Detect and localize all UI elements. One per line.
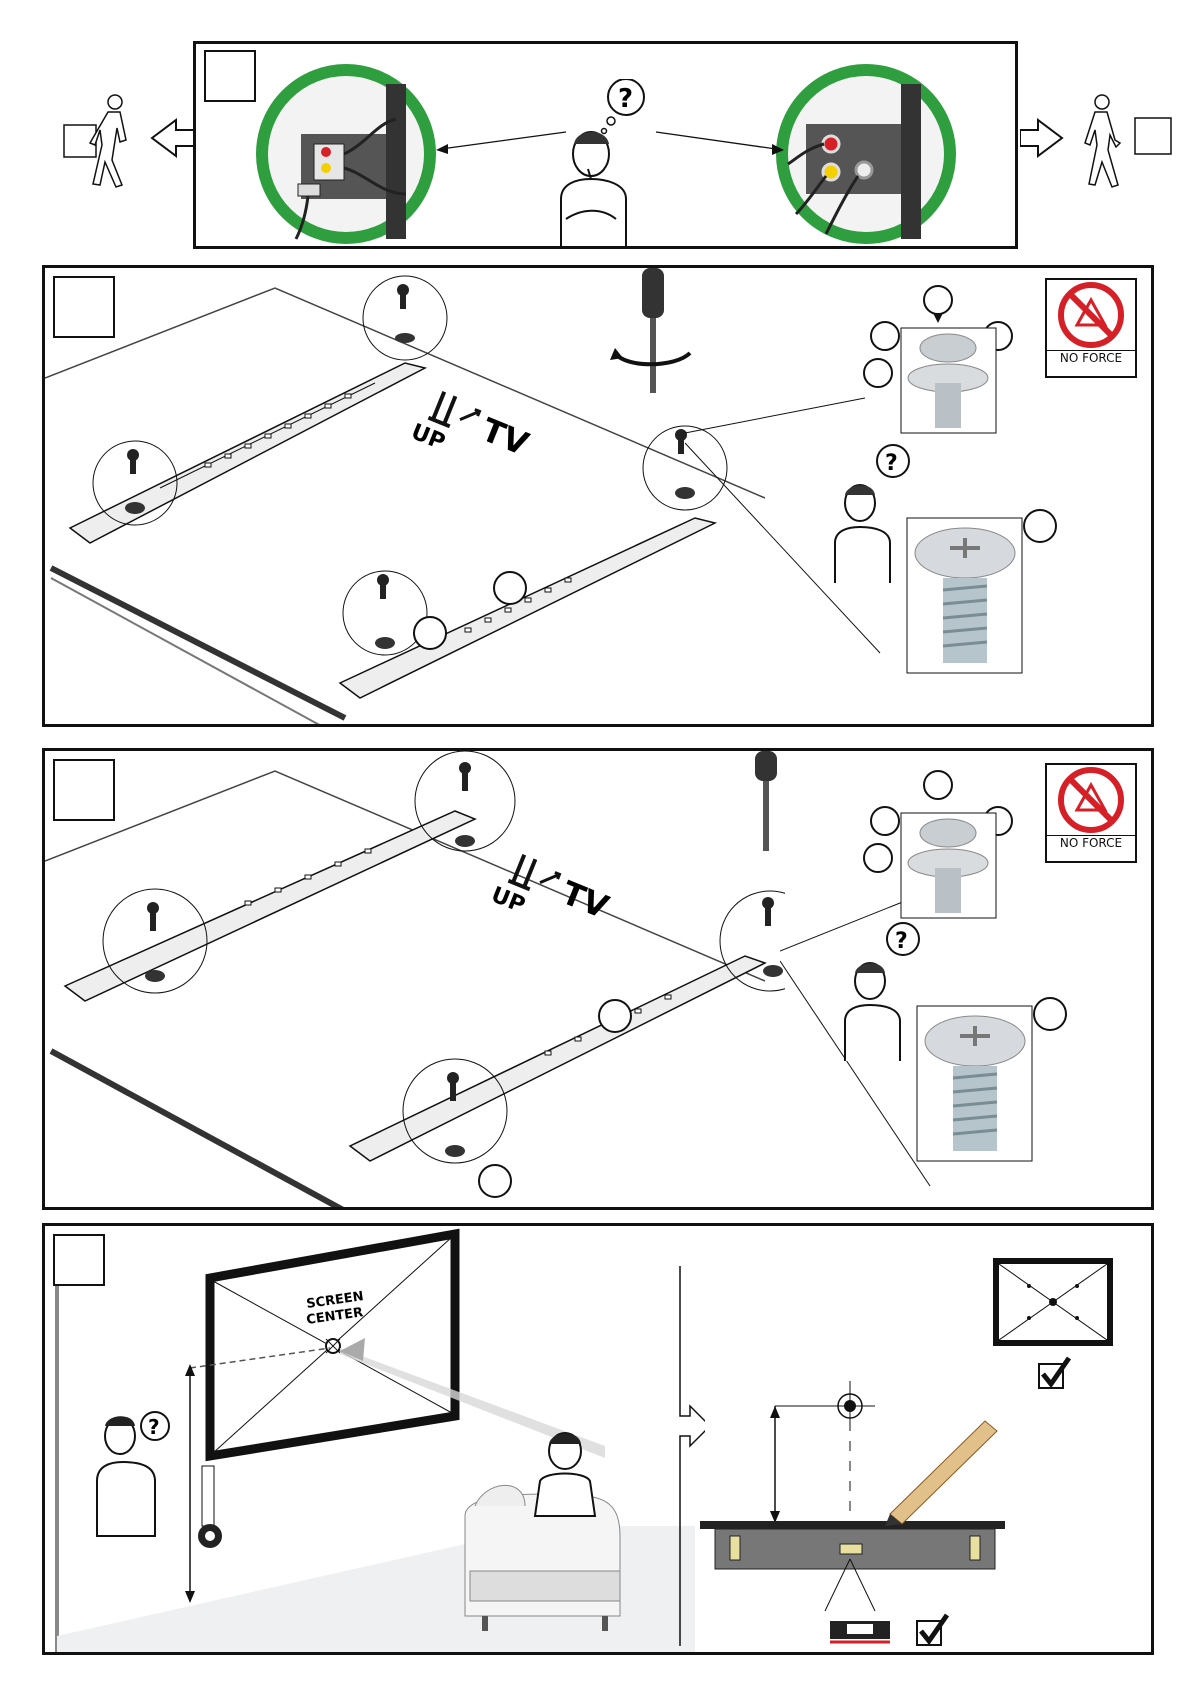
av-connector-right-zoom bbox=[776, 64, 956, 244]
mounting-bracket-lower bbox=[350, 956, 765, 1161]
av-connector-left-zoom bbox=[256, 64, 436, 244]
callout-marker bbox=[599, 1000, 631, 1032]
walk-left-figure bbox=[60, 90, 200, 190]
mounting-bracket-upper bbox=[65, 811, 475, 1001]
arrow-right-icon bbox=[1020, 120, 1062, 156]
mounting-bracket-lower bbox=[340, 518, 715, 698]
spirit-level-icon bbox=[700, 1521, 1005, 1569]
no-force-label: NO FORCE bbox=[1047, 835, 1135, 850]
screw-closeup-detail bbox=[915, 996, 1085, 1166]
thinker-question-mark: ? bbox=[148, 1415, 160, 1439]
thinker-question-mark: ? bbox=[618, 84, 633, 114]
tv-back-bracket-drawing: UP TV bbox=[45, 751, 785, 1210]
callout-marker bbox=[494, 572, 526, 604]
room-scene: SCREEN CENTER ? bbox=[45, 1226, 695, 1655]
checkmark-icon bbox=[1035, 1354, 1075, 1394]
thinking-person-icon: ? bbox=[546, 79, 666, 249]
tape-measure-icon bbox=[198, 1466, 222, 1548]
panel-step-4: SCREEN CENTER ? bbox=[42, 1223, 1154, 1655]
orientation-marker: UP TV bbox=[488, 849, 615, 947]
orientation-tv-label: TV bbox=[476, 410, 534, 463]
mounting-bracket-upper bbox=[70, 363, 425, 543]
callout-marker bbox=[414, 617, 446, 649]
screwdriver-icon bbox=[610, 268, 690, 393]
step-1-number-box bbox=[204, 50, 256, 102]
thinker-question-mark: ? bbox=[895, 929, 908, 954]
callout-marker bbox=[479, 1165, 511, 1197]
walking-person-icon bbox=[1085, 95, 1120, 187]
no-force-label: NO FORCE bbox=[1047, 350, 1135, 365]
orientation-marker: UP TV bbox=[408, 386, 535, 484]
screen-template-icon bbox=[993, 1258, 1113, 1346]
orientation-tv-label: TV bbox=[556, 873, 614, 926]
tv-back-bracket-drawing: UP TV bbox=[45, 268, 765, 727]
walking-person-icon bbox=[90, 95, 126, 187]
pencil-icon bbox=[885, 1421, 997, 1526]
panel-step-1: ? bbox=[193, 41, 1018, 249]
panel-step-2: UP TV NO FORCE bbox=[42, 265, 1154, 727]
screw-washer-detail bbox=[863, 763, 1033, 923]
checkmark-icon bbox=[913, 1611, 953, 1651]
screen-frame: SCREEN CENTER bbox=[210, 1234, 455, 1456]
walk-right-figure bbox=[1020, 90, 1180, 190]
screwdriver-icon bbox=[755, 751, 777, 851]
no-force-warning-sign: NO FORCE bbox=[1045, 763, 1137, 863]
thinker-question-mark: ? bbox=[885, 451, 898, 476]
screw-washer-detail bbox=[863, 278, 1033, 438]
no-force-warning-sign: NO FORCE bbox=[1045, 278, 1137, 378]
box-icon bbox=[1135, 118, 1171, 154]
screw-closeup-detail bbox=[905, 508, 1075, 678]
thinking-person-icon: ? bbox=[97, 1412, 169, 1536]
arrow-left-icon bbox=[152, 120, 194, 156]
spirit-level-bubble-icon bbox=[825, 1616, 905, 1646]
panel-step-3: UP TV NO FORCE bbox=[42, 748, 1154, 1210]
